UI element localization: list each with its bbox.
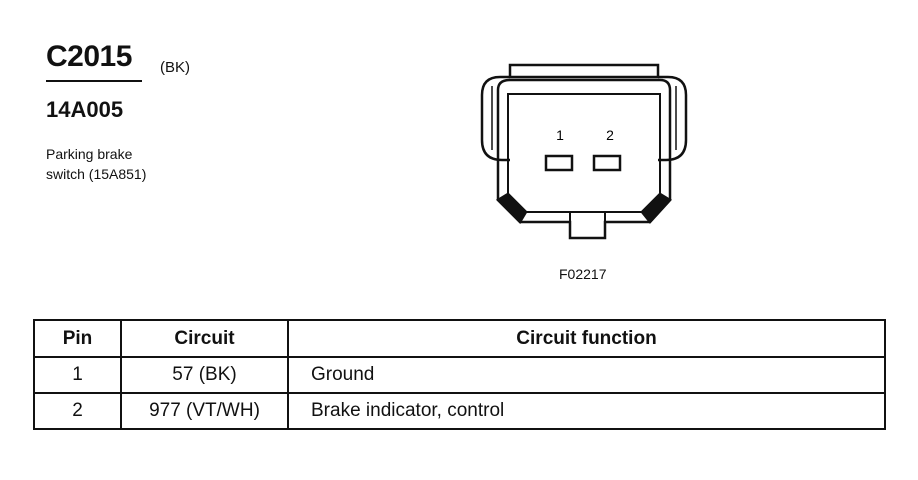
connector-face-diagram: 1 2 — [480, 63, 688, 240]
connector-cavity — [507, 93, 661, 213]
top-lock-tab — [508, 63, 660, 79]
connector-id: C2015 — [46, 40, 132, 73]
connector-color-code: (BK) — [160, 59, 190, 76]
header-circuit-function: Circuit function — [287, 319, 886, 358]
right-latch-loop — [658, 75, 688, 162]
component-description-line2: switch (15A851) — [46, 166, 147, 182]
cell-function: Ground — [287, 356, 886, 394]
table-row: 1 57 (BK) Ground — [33, 356, 886, 394]
component-description-line1: Parking brake — [46, 146, 133, 162]
header-pin: Pin — [33, 319, 122, 358]
cell-pin: 1 — [33, 356, 122, 394]
cell-circuit: 977 (VT/WH) — [120, 392, 289, 430]
part-number: 14A005 — [46, 97, 124, 122]
cell-pin: 2 — [33, 392, 122, 430]
left-latch-loop — [480, 75, 510, 162]
pin-2-terminal — [592, 154, 622, 172]
pinout-table: Pin Circuit Circuit function 1 57 (BK) G… — [33, 319, 886, 430]
table-row: 2 977 (VT/WH) Brake indicator, control — [33, 392, 886, 430]
pin-1-terminal — [544, 154, 574, 172]
title-underline — [46, 80, 142, 82]
header-circuit: Circuit — [120, 319, 289, 358]
pin-1-label: 1 — [556, 127, 564, 143]
figure-id: F02217 — [559, 266, 607, 282]
connector-body-outline — [496, 78, 672, 240]
cell-function: Brake indicator, control — [287, 392, 886, 430]
cell-circuit: 57 (BK) — [120, 356, 289, 394]
pin-2-label: 2 — [606, 127, 614, 143]
table-header-row: Pin Circuit Circuit function — [33, 319, 886, 358]
